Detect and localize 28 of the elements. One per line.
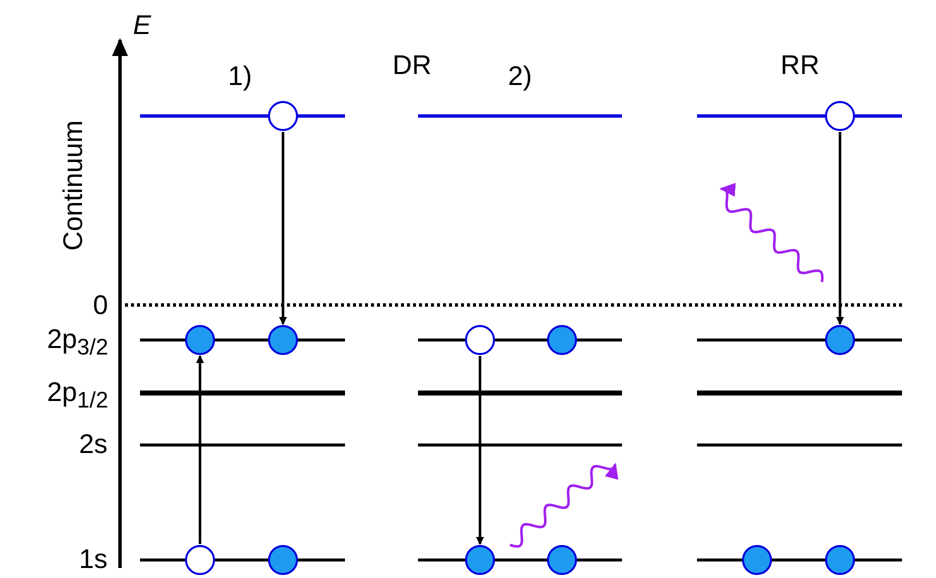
- hole-circle: [185, 545, 215, 575]
- process-label: DR: [392, 52, 432, 79]
- axis-label: Continuum: [59, 120, 86, 250]
- electron-circle: [268, 545, 298, 575]
- electron-circle: [742, 545, 772, 575]
- electron-circle: [185, 325, 215, 355]
- electron-circle: [268, 325, 298, 355]
- process-label: RR: [780, 52, 820, 79]
- level-label: 1s: [79, 546, 108, 573]
- electron-circle: [547, 545, 577, 575]
- level-label: 2p$_{3/2}$: [47, 326, 108, 359]
- level-label: 2s: [79, 431, 108, 458]
- arrow: [476, 356, 484, 545]
- hole-circle: [825, 101, 855, 131]
- electron-circle: [825, 545, 855, 575]
- hole-circle: [465, 325, 495, 355]
- panel-number: 1): [228, 63, 252, 90]
- electron-circle: [547, 325, 577, 355]
- panel-number: 2): [508, 63, 532, 90]
- hole-circle: [268, 101, 298, 131]
- axis-label: E: [133, 12, 152, 39]
- energy-zero-label: 0: [93, 292, 108, 319]
- arrow: [836, 132, 844, 325]
- electron-circle: [825, 325, 855, 355]
- arrow: [196, 355, 204, 544]
- arrow: [279, 132, 287, 325]
- electron-circle: [465, 545, 495, 575]
- level-label: 2p$_{1/2}$: [47, 379, 108, 412]
